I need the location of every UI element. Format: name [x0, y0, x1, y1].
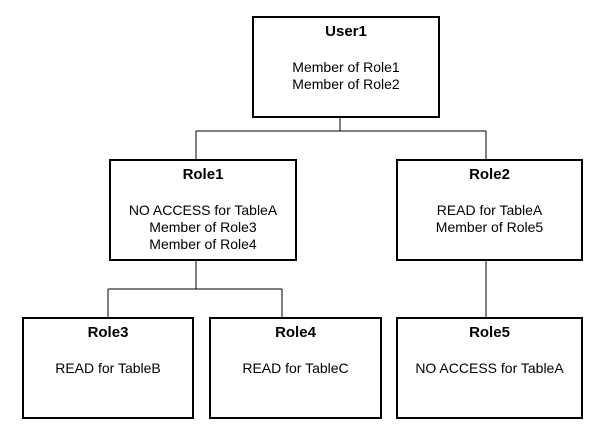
node-role2-title: Role2 [469, 166, 510, 183]
node-role5-lines: NO ACCESS for TableA [398, 360, 581, 377]
node-role4-line-1: READ for TableC [242, 360, 349, 376]
node-role2-line-1: READ for TableA [436, 202, 543, 218]
node-role5-title: Role5 [469, 324, 510, 341]
node-role2-line-2: Member of Role5 [435, 219, 544, 235]
node-role2-lines: READ for TableA Member of Role5 [398, 202, 581, 236]
node-role1-lines: NO ACCESS for TableA Member of Role3 Mem… [111, 202, 295, 253]
node-user1: User1 Member of Role1 Member of Role2 [252, 16, 440, 118]
node-user1-line-1: Member of Role1 [292, 59, 400, 75]
node-role4-title: Role4 [275, 324, 316, 341]
node-role3: Role3 READ for TableB [22, 317, 194, 419]
node-user1-lines: Member of Role1 Member of Role2 [254, 59, 438, 93]
node-role3-line-1: READ for TableB [55, 360, 161, 376]
node-role3-title: Role3 [87, 324, 129, 341]
node-user1-line-2: Member of Role2 [292, 76, 400, 92]
node-role1: Role1 NO ACCESS for TableA Member of Rol… [109, 159, 297, 261]
node-role1-title: Role1 [182, 166, 224, 183]
node-role5-line-1: NO ACCESS for TableA [415, 360, 564, 376]
node-role1-line-1: NO ACCESS for TableA [128, 202, 278, 218]
node-user1-title: User1 [325, 23, 367, 40]
node-role2: Role2 READ for TableA Member of Role5 [396, 159, 583, 261]
node-role4: Role4 READ for TableC [209, 317, 382, 419]
node-role1-line-2: Member of Role3 [149, 219, 257, 235]
node-role1-line-3: Member of Role4 [149, 236, 257, 252]
node-role4-lines: READ for TableC [211, 360, 380, 377]
node-role3-lines: READ for TableB [24, 360, 192, 377]
node-role5: Role5 NO ACCESS for TableA [396, 317, 583, 419]
